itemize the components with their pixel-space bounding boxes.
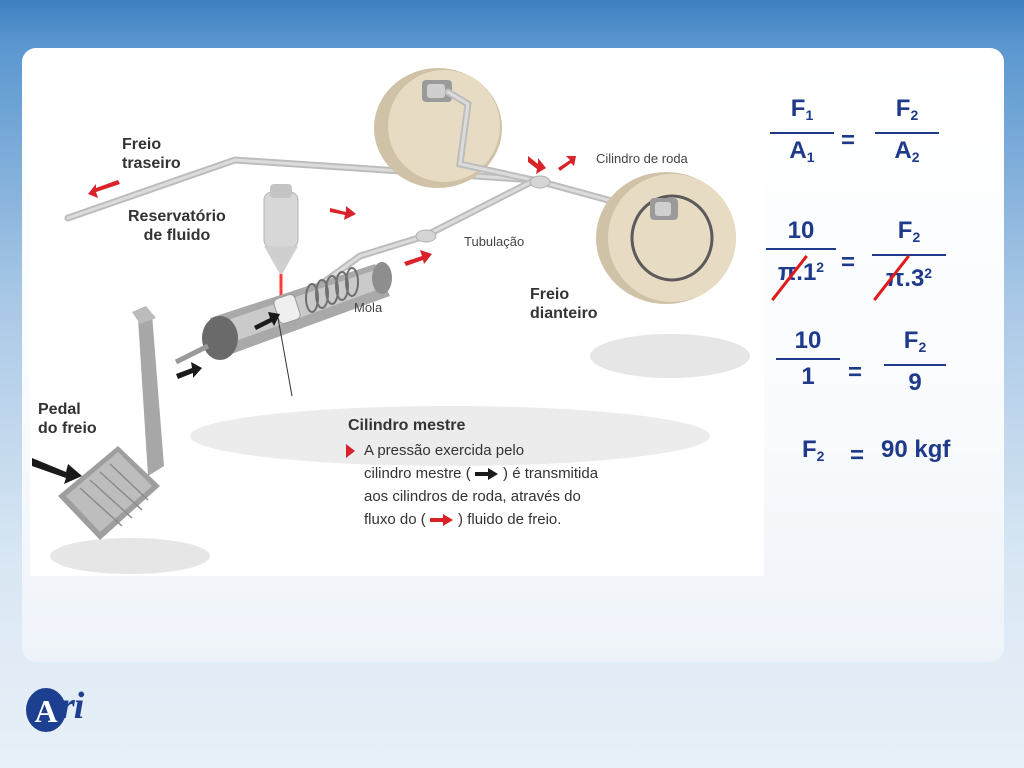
eq1-left-fraction: F1 A1: [770, 94, 834, 172]
caption-line-3: aos cilindros de roda, através do: [364, 488, 581, 505]
logo-text: ri: [60, 685, 84, 727]
eq2-right-fraction: F2 π.32: [872, 216, 946, 294]
label-fluid-reservoir: Reservatório de fluido: [128, 208, 226, 244]
result-value: 90 kgf: [881, 436, 951, 463]
black-arrows: [32, 312, 280, 484]
caption-marker-icon: [346, 444, 355, 458]
brake-system-diagram: Freio traseiro Reservatório de fluido Ci…: [30, 56, 764, 576]
eq2-equals: =: [841, 249, 856, 276]
caption-line-2: cilindro mestre ( ) é transmitida: [364, 465, 599, 482]
brake-system-illustration: [32, 68, 750, 574]
label-brake-pedal: Pedal do freio: [38, 401, 97, 437]
caption-title: Cilindro mestre: [348, 417, 466, 434]
logo-letter-a: A: [34, 693, 57, 729]
eq2-left-fraction: 10 π.12: [766, 216, 836, 288]
black-arrow-icon: [474, 468, 499, 481]
result-equals: =: [850, 442, 865, 469]
eq1-equals: =: [841, 127, 856, 154]
eq3-left-fraction: 10 1: [776, 326, 840, 392]
rear-brake-disc: [374, 68, 502, 188]
caption-line-1: A pressão exercida pelo: [364, 442, 525, 459]
master-cylinder: [174, 262, 392, 397]
result-symbol: F2: [802, 436, 825, 464]
eq3-right-fraction: F2 9: [884, 326, 946, 398]
label-wheel-cylinder: Cilindro de roda: [596, 151, 688, 166]
ari-logo: A: [26, 688, 66, 732]
label-rear-brake: Freio traseiro: [122, 136, 181, 172]
eq3-equals: =: [848, 359, 863, 386]
caption-line-4: fluxo do ( ) fluido de freio.: [364, 511, 562, 528]
label-spring: Mola: [354, 300, 383, 315]
red-arrow-icon: [429, 514, 454, 527]
brake-pedal: [58, 306, 164, 540]
fluid-reservoir: [263, 184, 299, 304]
eq1-right-fraction: F2 A2: [875, 94, 939, 172]
label-front-brake: Freio dianteiro: [530, 286, 598, 322]
master-cylinder-caption: Cilindro mestre A pressão exercida pelo …: [346, 414, 706, 531]
red-arrows: [88, 156, 576, 266]
front-brake-disc: [596, 172, 736, 304]
label-tubing: Tubulação: [464, 234, 525, 249]
